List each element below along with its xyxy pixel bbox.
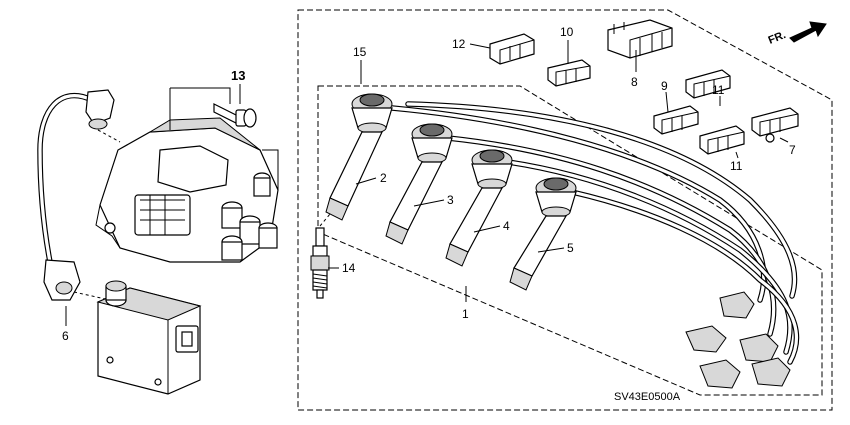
outer-frame bbox=[297, 9, 833, 411]
callout-14: 14 bbox=[342, 261, 356, 275]
front-direction-label: FR. bbox=[767, 29, 788, 47]
callout-6: 6 bbox=[62, 329, 69, 343]
coil-end-boots bbox=[685, 291, 791, 389]
callout-5: 5 bbox=[567, 241, 574, 255]
clip-8 bbox=[607, 19, 673, 59]
coil-lead bbox=[37, 89, 115, 301]
clip-12 bbox=[489, 33, 535, 65]
diagram-code: SV43E0500A bbox=[614, 391, 681, 403]
callout-15: 15 bbox=[353, 45, 367, 59]
spark-plug bbox=[310, 227, 330, 299]
plug-boot-3 bbox=[385, 123, 453, 245]
plug-boot-4 bbox=[445, 149, 513, 267]
callout-12: 12 bbox=[452, 37, 466, 51]
callout-7: 7 bbox=[789, 143, 796, 157]
bolt-13 bbox=[213, 103, 257, 128]
callout-11b: 11 bbox=[730, 159, 743, 173]
callout-10: 10 bbox=[560, 25, 574, 39]
leader-lines bbox=[65, 40, 789, 326]
clip-7 bbox=[751, 107, 799, 143]
callout-1: 1 bbox=[462, 307, 469, 321]
callout-9: 9 bbox=[661, 79, 668, 93]
callout-8: 8 bbox=[631, 75, 638, 89]
callout-13: 13 bbox=[231, 68, 245, 83]
plug-boot-2 bbox=[325, 93, 393, 221]
plug-wires bbox=[389, 101, 800, 365]
clip-10 bbox=[547, 59, 591, 87]
plug-boot-5 bbox=[509, 177, 577, 291]
clip-11b bbox=[699, 125, 745, 155]
callout-4: 4 bbox=[503, 219, 510, 233]
ignition-coil bbox=[96, 280, 202, 395]
callout-2: 2 bbox=[380, 171, 387, 185]
distributor bbox=[95, 117, 279, 263]
clip-9 bbox=[653, 105, 699, 135]
front-direction-arrow bbox=[789, 21, 827, 43]
callout-3: 3 bbox=[447, 193, 454, 207]
clip-11a bbox=[685, 69, 731, 99]
callout-11a: 11 bbox=[712, 83, 725, 97]
